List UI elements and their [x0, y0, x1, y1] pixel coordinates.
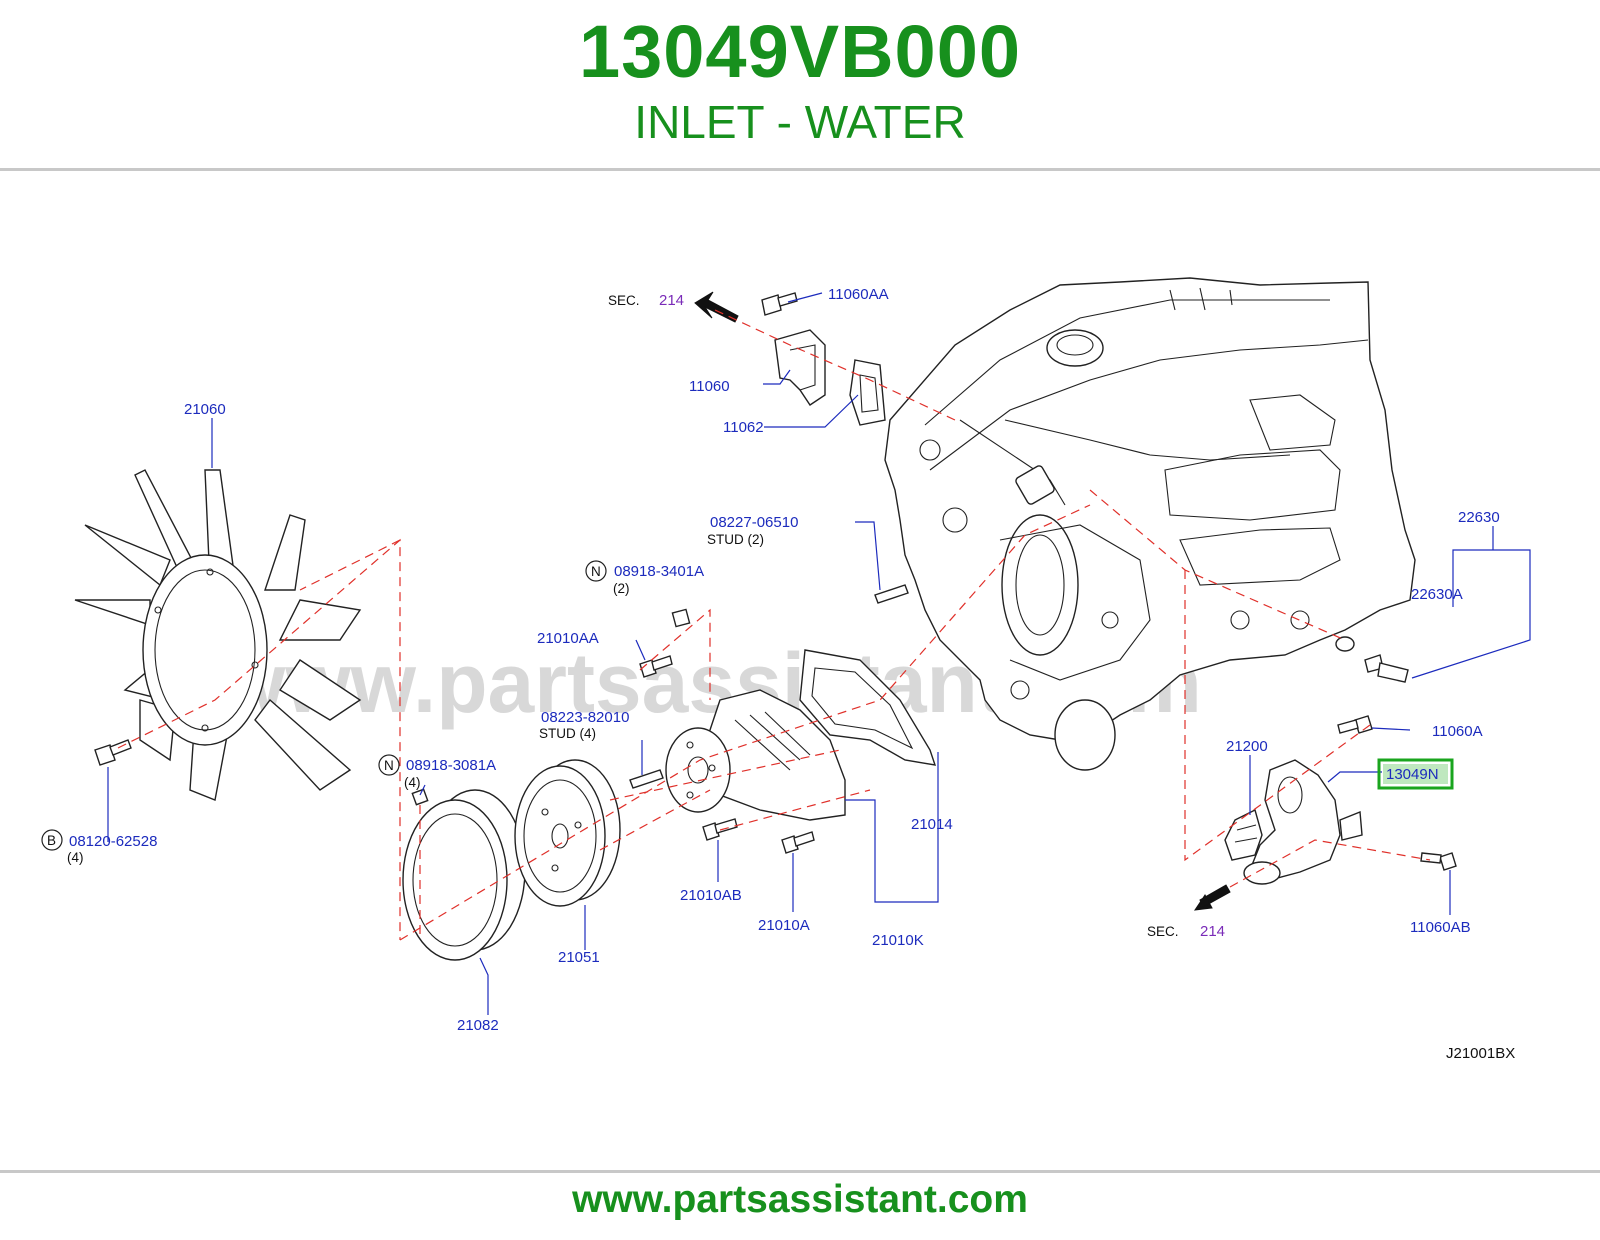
page-header: 13049VB000 INLET - WATER [0, 0, 1600, 168]
engine-block [884, 277, 1416, 771]
callout-qty: (2) [613, 581, 630, 596]
n-badge: N [591, 564, 601, 579]
highlight-box [1377, 758, 1454, 790]
diagram-code: J21001BX [1446, 1045, 1515, 1062]
callout-21200[interactable]: 21200 [1226, 738, 1268, 755]
temp-sensor [1335, 636, 1409, 683]
fan-coupling [402, 788, 526, 961]
callout-08120-62528[interactable]: 08120-62528 [69, 833, 157, 850]
callout-stud-note: STUD (4) [539, 726, 596, 741]
section-arrows [694, 291, 1231, 911]
callout-21082[interactable]: 21082 [457, 1017, 499, 1034]
section-ref-number[interactable]: 214 [1200, 923, 1225, 940]
callout-21051[interactable]: 21051 [558, 949, 600, 966]
diagram-canvas: www.partsassistant.com [41, 277, 1531, 1062]
leader-lines [107, 292, 1531, 1015]
callout-22630[interactable]: 22630 [1458, 509, 1500, 526]
highlight-fill [1383, 764, 1448, 784]
water-outlet [761, 292, 886, 426]
callout-21014[interactable]: 21014 [911, 816, 953, 833]
header-divider [0, 168, 1600, 171]
pulley [514, 759, 621, 907]
section-ref-number[interactable]: 214 [659, 292, 684, 309]
callout-21010AB[interactable]: 21010AB [680, 887, 742, 904]
callout-13049N[interactable]: 13049N [1386, 766, 1439, 783]
n-badge-circle [585, 560, 607, 582]
callout-11060[interactable]: 11060 [689, 378, 730, 395]
callout-11060AA[interactable]: 11060AA [828, 286, 889, 303]
callout-21010AA[interactable]: 21010AA [537, 630, 599, 647]
parts-diagram: www.partsassistant.com [0, 175, 1600, 1165]
footer-divider [0, 1170, 1600, 1173]
callout-stud-note: STUD (2) [707, 532, 764, 547]
cooling-fan [74, 469, 362, 801]
callout-11060A[interactable]: 11060A [1432, 723, 1483, 740]
callout-08223-82010[interactable]: 08223-82010 [541, 709, 629, 726]
callout-qty: (4) [404, 775, 421, 790]
callout-22630A[interactable]: 22630A [1411, 586, 1463, 603]
section-ref-prefix: SEC. [608, 293, 640, 308]
callout-11060AB[interactable]: 11060AB [1410, 919, 1471, 936]
callout-21060[interactable]: 21060 [184, 401, 226, 418]
part-name-subtitle: INLET - WATER [634, 96, 966, 148]
n-badge-circle [378, 754, 400, 776]
water-pump [665, 689, 846, 821]
callout-11062[interactable]: 11062 [723, 419, 764, 436]
section-ref-prefix: SEC. [1147, 924, 1179, 939]
callout-08918-3401A[interactable]: 08918-3401A [614, 563, 704, 580]
footer-website-link[interactable]: www.partsassistant.com [572, 1178, 1028, 1221]
part-number-title: 13049VB000 [578, 10, 1022, 93]
n-badge: N [384, 758, 394, 773]
water-inlet-assembly [1224, 759, 1363, 885]
assembly-lines [117, 309, 1431, 941]
pump-gasket [799, 649, 937, 766]
fasteners [629, 584, 1457, 871]
b-badge-circle [41, 829, 63, 851]
callout-21010A[interactable]: 21010A [758, 917, 810, 934]
b-badge: B [47, 833, 56, 848]
callout-qty: (4) [67, 850, 84, 865]
callout-21010K[interactable]: 21010K [872, 932, 924, 949]
callout-08227-06510[interactable]: 08227-06510 [710, 514, 798, 531]
callout-08918-3081A[interactable]: 08918-3081A [406, 757, 496, 774]
